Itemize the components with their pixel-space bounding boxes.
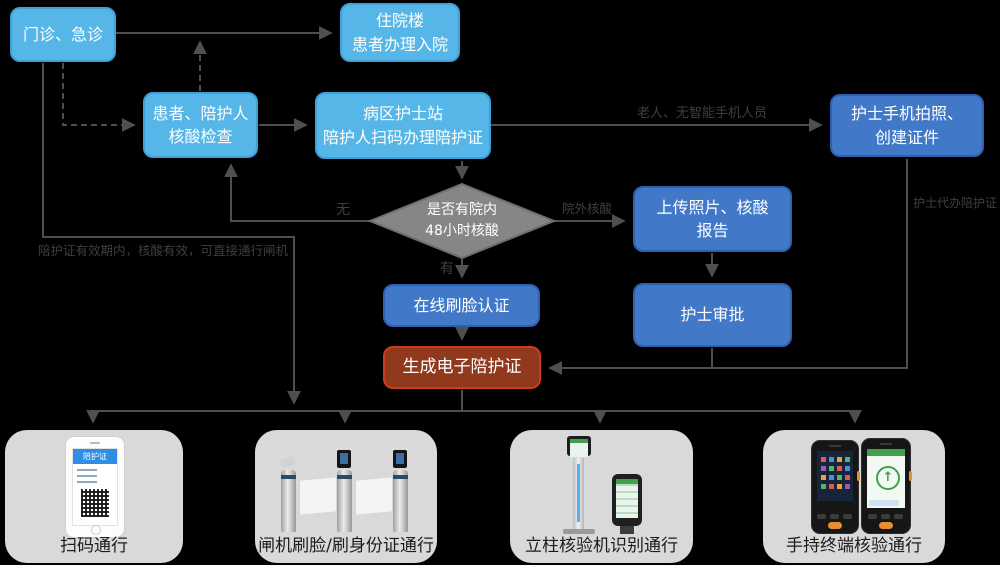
handheld-ok-key — [879, 522, 893, 529]
node-outpatient: 门诊、急诊 — [10, 7, 116, 62]
edge-label-special-group: 老人、无智能手机人员 — [636, 106, 767, 121]
node-generate-cert-label: 生成电子陪护证 — [402, 357, 522, 378]
handheld-screen-footer — [869, 500, 899, 506]
panel-scan-pass: 陪护证 扫码通行 — [5, 430, 183, 563]
gate-face-screen-1 — [337, 450, 351, 468]
edge-label-yes: 有 — [440, 261, 454, 277]
phone-speaker — [90, 442, 100, 444]
edge-nursephone-to-cert — [548, 159, 908, 375]
pillar-screen-content — [570, 439, 588, 457]
gate-pillar-band — [337, 475, 352, 479]
node-nurse-phone-line2: 创建证件 — [874, 127, 939, 147]
node-nurse-phone-line1: 护士手机拍照、 — [850, 104, 963, 124]
handheld-right-screen: ↑ — [867, 449, 905, 508]
panel-gate-pass: 闸机刷脸/刷身份证通行 — [255, 430, 437, 563]
pillar-led-strip — [577, 464, 580, 522]
decision-line1: 是否有院内 — [427, 202, 497, 218]
panel-handheld-pass: ↑ 手持终端核验通行 — [763, 430, 945, 563]
panel-pillar-pass: 立柱核验机识别通行 — [510, 430, 693, 563]
handheld-key — [830, 514, 839, 519]
gate-card-reader — [280, 456, 296, 468]
handheld-key — [894, 514, 903, 519]
node-nurse-approval-label: 护士审批 — [680, 305, 745, 325]
pillar-column — [573, 458, 584, 530]
gate-pillar-2 — [337, 470, 352, 532]
handheld-left-screen — [817, 451, 853, 501]
gate-pillar-band — [393, 475, 408, 479]
edge-label-nurse-create: 护士代办陪护证 — [913, 196, 998, 210]
handheld-right: ↑ — [861, 438, 912, 534]
edge-decision-no — [224, 163, 370, 222]
handheld-key — [817, 514, 826, 519]
desktop-verifier-screen — [616, 479, 638, 518]
desktop-verifier — [612, 474, 642, 526]
gate-pillar-band — [281, 475, 296, 479]
handheld-earpiece — [880, 443, 892, 445]
phone-text-lines — [77, 469, 97, 483]
pillar-screen — [567, 436, 591, 457]
handheld-earpiece — [829, 445, 841, 447]
handheld-key — [843, 514, 852, 519]
edge-label-valid-pass: 陪护证有效期内，核酸有效，可直接通行闸机 — [38, 243, 289, 258]
node-nat-test: 患者、陪护人 核酸检查 — [143, 92, 258, 158]
edge-label-no: 无 — [336, 202, 350, 218]
node-nat-test-line1: 患者、陪护人 — [152, 103, 249, 123]
node-inpatient: 住院楼 患者办理入院 — [340, 3, 460, 62]
node-nat-test-line2: 核酸检查 — [168, 127, 233, 146]
node-nurse-phone: 护士手机拍照、 创建证件 — [830, 94, 984, 157]
face-icon — [396, 453, 404, 464]
edge-label-external-nat: 院外核酸 — [562, 201, 613, 216]
gate-face-screen-2 — [393, 450, 407, 468]
node-upload-report-line1: 上传照片、核酸 — [656, 197, 769, 217]
gate-illustration — [273, 450, 419, 536]
node-nurse-approval: 护士审批 — [633, 283, 792, 347]
phone-app-header: 陪护证 — [73, 449, 117, 464]
pass-arrow-icon: ↑ — [876, 466, 900, 490]
gate-flap-left — [299, 476, 337, 516]
panel-scan-pass-caption: 扫码通行 — [60, 536, 128, 556]
app-grid-icons — [821, 457, 826, 462]
handheld-ok-key — [828, 522, 842, 529]
node-nurse-station-line1: 病区护士站 — [362, 104, 443, 124]
node-nurse-station-line2: 陪护人扫码办理陪护证 — [322, 127, 483, 147]
handheld-left — [811, 440, 860, 534]
node-upload-report-line2: 报告 — [696, 221, 729, 240]
edge-outpatient-to-nattest-dashed — [62, 63, 136, 132]
pillar-base — [563, 529, 595, 534]
face-icon — [340, 453, 348, 464]
node-generate-cert: 生成电子陪护证 — [383, 346, 541, 389]
panel-pillar-pass-caption: 立柱核验机识别通行 — [525, 536, 678, 556]
handheld-illustration: ↑ — [803, 436, 923, 536]
panel-handheld-pass-caption: 手持终端核验通行 — [786, 536, 922, 556]
phone-home-button — [91, 525, 101, 535]
gate-pillar-1 — [281, 470, 296, 532]
handheld-key — [881, 514, 890, 519]
decision-text: 是否有院内 48小时核酸 — [390, 193, 534, 249]
handheld-side-button — [909, 471, 912, 481]
decision-line2: 48小时核酸 — [425, 223, 499, 239]
gate-pillar-3 — [393, 470, 408, 532]
qr-code-icon — [81, 489, 109, 517]
decision-diamond — [367, 182, 557, 260]
phone-screen: 陪护证 — [72, 448, 118, 526]
node-inpatient-line1: 住院楼 — [375, 11, 424, 31]
desktop-verifier-stand — [620, 526, 634, 534]
node-upload-report: 上传照片、核酸 报告 — [633, 186, 792, 252]
node-online-face-label: 在线刷脸认证 — [413, 295, 510, 315]
panel-gate-pass-caption: 闸机刷脸/刷身份证通行 — [258, 536, 434, 556]
phone-illustration: 陪护证 — [65, 436, 125, 538]
pillar-machine-illustration — [550, 436, 670, 536]
node-online-face: 在线刷脸认证 — [383, 284, 540, 327]
gate-flap-right — [355, 476, 393, 516]
handheld-key — [868, 514, 877, 519]
edge-validpass-loop — [42, 63, 301, 405]
node-nurse-station: 病区护士站 陪护人扫码办理陪护证 — [315, 92, 491, 159]
node-outpatient-label: 门诊、急诊 — [22, 24, 103, 44]
handheld-side-button — [857, 471, 860, 481]
node-inpatient-line2: 患者办理入院 — [351, 34, 448, 54]
